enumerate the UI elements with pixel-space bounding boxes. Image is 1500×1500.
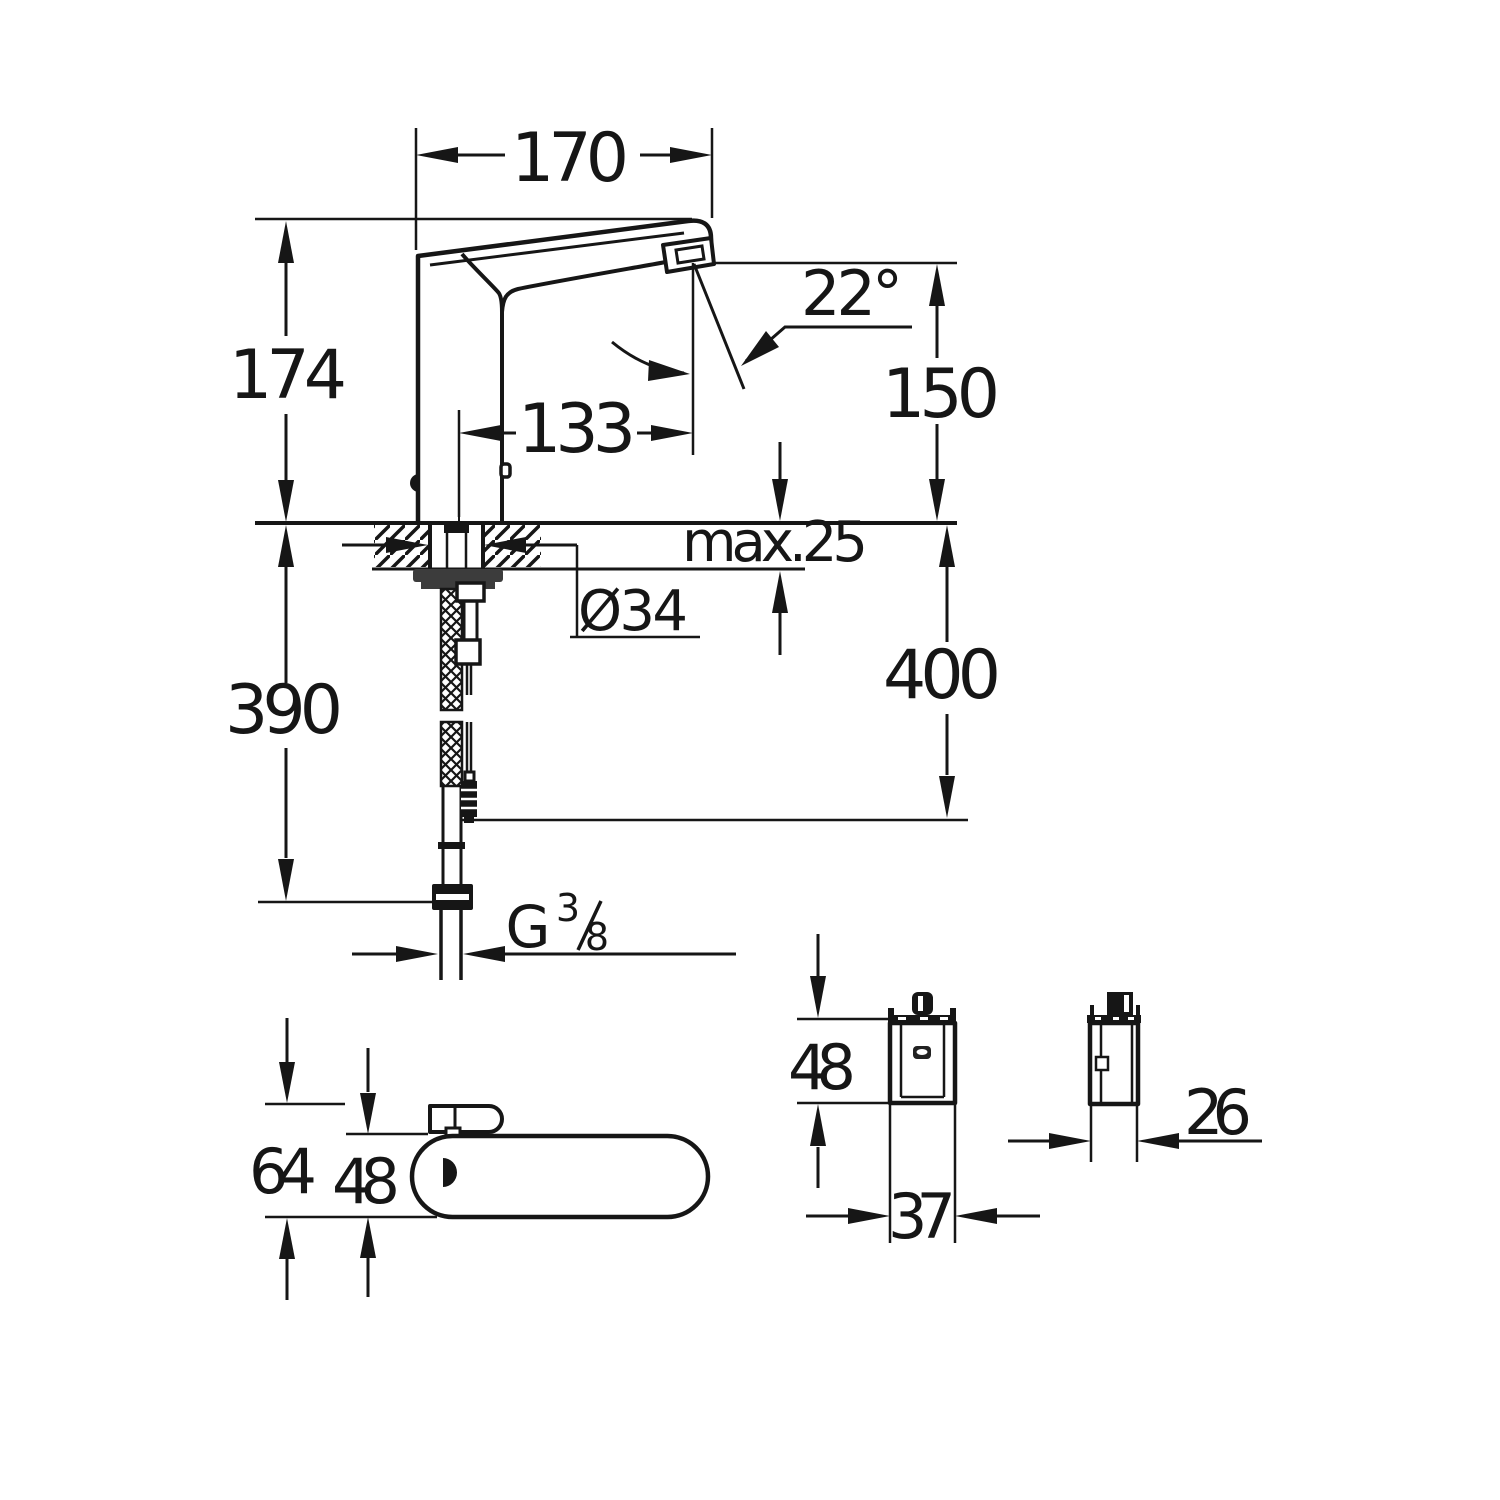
dim-label-max25: max.25	[682, 510, 868, 575]
sensor-window	[499, 462, 512, 479]
dim-label-400: 400	[883, 636, 1001, 715]
dim-label-390: 390	[225, 671, 343, 750]
thread-fraction-slash	[576, 900, 603, 951]
thread-letter: G	[506, 893, 551, 961]
dim-label-48-plan: 48	[332, 1145, 400, 1218]
dim-battery-width-37: 37	[806, 1104, 1040, 1253]
plan-body	[409, 1133, 711, 1220]
cable-fitting-mid	[454, 638, 482, 666]
dim-spout-reach: 170	[414, 119, 714, 250]
dim-battery-depth-26: 26	[1008, 1076, 1262, 1162]
below-deck-hoses	[413, 569, 503, 980]
battery-box-front	[887, 992, 958, 1106]
dim-label-37: 37	[888, 1180, 956, 1253]
dim-hose-length-390: 390	[225, 525, 434, 904]
shank-section	[444, 523, 469, 533]
dim-label-48-battery: 48	[788, 1031, 856, 1104]
battery-box-nipple-side	[1107, 992, 1133, 1015]
dim-hole-diameter: Ø34	[342, 537, 700, 644]
aerator-outlet	[661, 236, 716, 274]
dim-label-26: 26	[1184, 1076, 1252, 1149]
dim-label-174: 174	[229, 336, 347, 415]
water-stream-line	[692, 263, 746, 390]
dim-deck-thickness: max.25	[682, 442, 868, 655]
battery-box-side	[1087, 992, 1141, 1107]
dim-outlet-height: 150	[714, 261, 1000, 521]
dim-label-64: 64	[249, 1135, 317, 1208]
dim-label-170: 170	[511, 119, 629, 198]
plan-sensor-window	[443, 1158, 458, 1187]
dim-label-133: 133	[518, 390, 636, 469]
cable-fitting-upper	[455, 581, 486, 603]
faucet-plan-view	[409, 1104, 711, 1220]
dim-thread-g38: G 3 8	[352, 886, 736, 962]
dim-label-150: 150	[882, 355, 1000, 434]
dim-sensor-distance: 133	[457, 263, 695, 517]
dim-hose-length-400: 400	[462, 525, 1001, 822]
dim-label-d34: Ø34	[578, 579, 688, 644]
thread-denominator: 8	[585, 915, 609, 959]
dim-plan-depth-64: 64	[249, 1018, 437, 1300]
supply-tail-pipe	[439, 908, 463, 980]
dim-plan-depth-48: 48	[332, 1048, 428, 1297]
braided-hose-lower	[439, 720, 464, 788]
angle-22-annotation: 22°	[611, 257, 912, 390]
mounting-flange	[413, 569, 503, 582]
dim-label-22deg: 22°	[801, 257, 903, 330]
dim-battery-height-48: 48	[788, 934, 889, 1188]
body-mount-detail	[410, 474, 419, 492]
thread-numerator: 3	[556, 886, 580, 930]
dim-height-above-deck: 174	[229, 217, 692, 522]
plan-spout-tip	[428, 1104, 504, 1134]
